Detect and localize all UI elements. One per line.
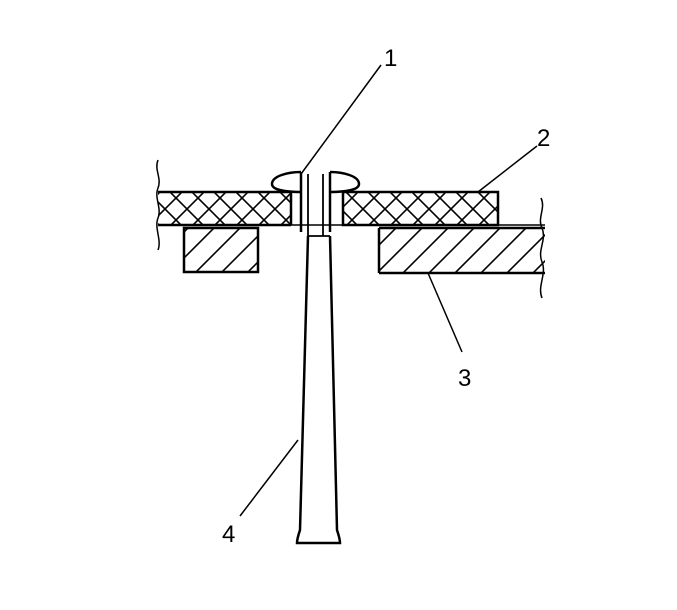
leader-line-3 (427, 272, 463, 353)
leader-line-1 (300, 64, 382, 175)
top-panel (156, 159, 500, 251)
lower-bracket (182, 197, 545, 299)
leader-line-4 (239, 439, 299, 517)
callout-4: 4 (222, 521, 235, 548)
rivet (270, 170, 361, 545)
callout-1: 1 (384, 45, 397, 72)
leader-lines (239, 64, 538, 517)
callout-3: 3 (458, 365, 471, 392)
callout-2: 2 (537, 125, 550, 152)
leader-line-2 (477, 145, 538, 193)
